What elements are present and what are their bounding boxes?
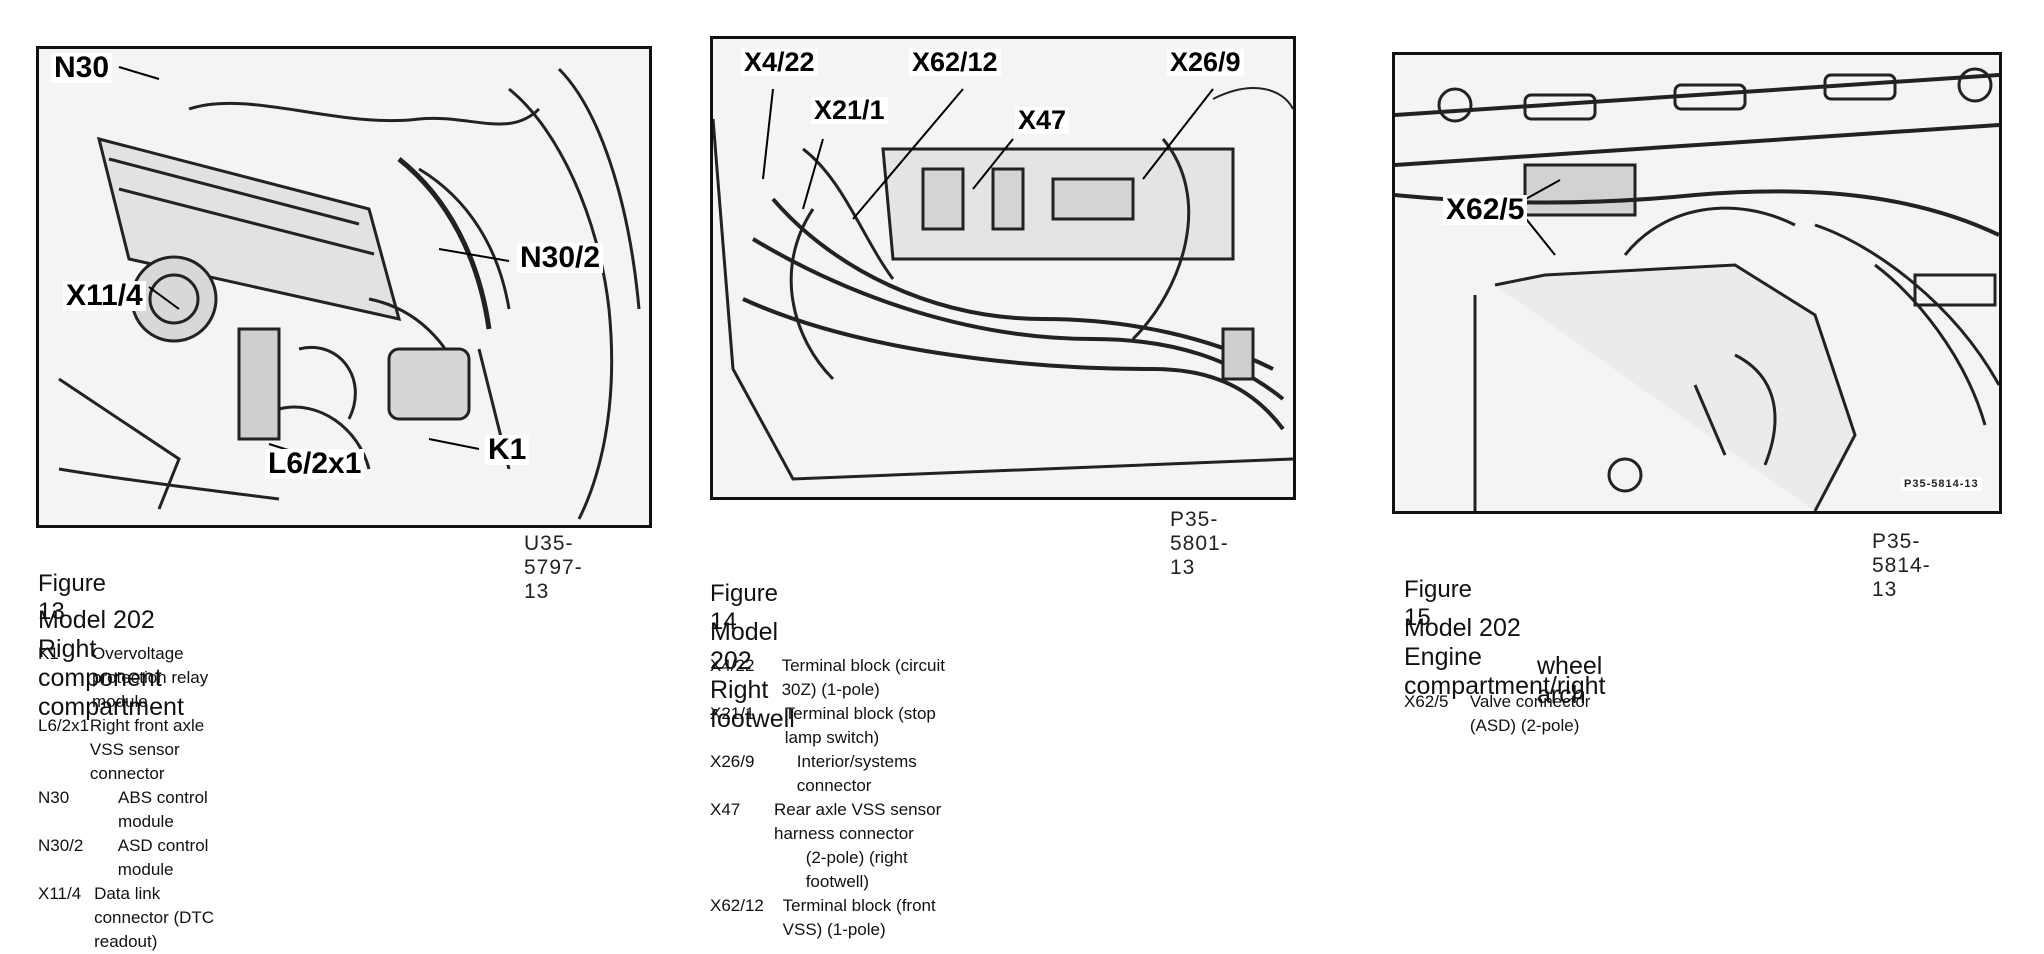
legend-desc: (2-pole) (right footwell): [805, 848, 908, 891]
callout-x62-5: X62/5: [1443, 195, 1528, 225]
legend-desc: Right front axle VSS sensor connector: [89, 716, 205, 783]
figure-15-title-line-2: wheel arch: [1537, 652, 1603, 709]
figure-15-title-line-1: Engine compartment/right: [1404, 643, 1606, 700]
legend-row: N30/2 ASD control module: [38, 834, 234, 882]
figure-13-image-code: U35-5797-13: [524, 532, 583, 603]
callout-k1: K1: [485, 435, 530, 465]
legend-code: X11/4: [38, 884, 82, 903]
figure-14-photo: X4/22 X62/12 X26/9 X21/1 X47: [710, 36, 1296, 500]
figure-13-legend: K1 Overvoltage protection relay module L6…: [38, 642, 234, 954]
legend-desc: Terminal block (stop lamp switch): [784, 704, 936, 747]
legend-row: X62/5 Valve connector (ASD) (2-pole): [1404, 690, 1599, 738]
legend-code: K1: [38, 644, 59, 663]
legend-desc: Overvoltage protection relay module: [91, 644, 209, 711]
figure-13-model: Model 202Right component compartment: [38, 606, 184, 722]
legend-row: (2-pole) (right footwell): [710, 846, 946, 894]
figure-15-caption: Figure 15: [1404, 576, 1473, 631]
callout-x4-22: X4/22: [741, 49, 818, 76]
legend-code: X26/9: [710, 752, 755, 771]
legend-row: K1 Overvoltage protection relay module: [38, 642, 234, 714]
callout-x62-12: X62/12: [909, 49, 1001, 76]
legend-row: X11/4 Data link connector (DTC readout): [38, 882, 234, 954]
legend-desc: Rear axle VSS sensor harness connector: [773, 800, 942, 843]
callout-x11-4: X11/4: [63, 281, 146, 311]
legend-row: X47 Rear axle VSS sensor harness connecto…: [710, 798, 946, 846]
figure-15-image-code: P35-5814-13: [1872, 530, 1931, 601]
legend-code: [710, 846, 806, 894]
legend-desc: Interior/systems connector: [796, 752, 917, 795]
figure-13-model-number: Model 202: [38, 606, 155, 634]
figure-15-model: Model 202Engine compartment/right: [1404, 614, 1605, 701]
figure-13-caption: Figure 13: [38, 570, 107, 625]
legend-code: N30: [38, 788, 70, 807]
figure-13-photo: N30 N30/2 X11/4 L6/2x1 K1: [36, 46, 652, 528]
callout-x26-9: X26/9: [1167, 49, 1244, 76]
figure-15-inset-code: P35-5814-13: [1901, 477, 1982, 491]
figure-14-model-number: Model 202: [710, 618, 779, 675]
legend-desc: Terminal block (front VSS) (1-pole): [782, 896, 936, 939]
figure-15-model-number: Model 202: [1404, 614, 1521, 642]
callout-l6-2x1: L6/2x1: [265, 449, 365, 479]
legend-desc: ABS control module: [118, 788, 208, 831]
figure-13-title-line-1: Right component compartment: [38, 635, 184, 721]
figure-14-model: Model 202Right footwell: [710, 618, 795, 734]
legend-desc: Valve connector (ASD) (2-pole): [1469, 692, 1591, 735]
legend-desc: ASD control module: [117, 836, 209, 879]
legend-code: X47: [710, 800, 741, 819]
figure-14-caption: Figure 14: [710, 580, 779, 635]
figure-14-drawing: [713, 87, 1293, 481]
legend-code: N30/2: [38, 836, 84, 855]
callout-x21-1: X21/1: [811, 97, 888, 124]
legend-code: X62/5: [1404, 692, 1449, 711]
legend-row: X26/9 Interior/systems connector: [710, 750, 946, 798]
legend-desc: Terminal block (circuit 30Z) (1-pole): [781, 656, 946, 699]
figure-13-drawing: [58, 66, 641, 520]
figure-14-title-line-1: Right footwell: [710, 676, 795, 733]
figure-14-legend: X4/22 Terminal block (circuit 30Z) (1-pol…: [710, 654, 946, 942]
legend-code: L6/2x1: [38, 716, 90, 735]
legend-desc: Data link connector (DTC readout): [94, 884, 215, 951]
legend-row: X62/12 Terminal block (front VSS) (1-pole…: [710, 894, 946, 942]
callout-x47: X47: [1015, 107, 1070, 134]
figure-14-image-code: P35-5801-13: [1170, 508, 1229, 579]
legend-code: X21/1: [710, 704, 755, 723]
legend-row: X4/22 Terminal block (circuit 30Z) (1-pol…: [710, 654, 946, 702]
figure-15-photo: X62/5 P35-5814-13: [1392, 52, 2002, 514]
legend-row: N30 ABS control module: [38, 786, 234, 834]
legend-code: X62/12: [710, 896, 764, 915]
figure-15-drawing: [1395, 67, 1999, 511]
callout-n30: N30: [51, 53, 113, 83]
callout-n30-2: N30/2: [517, 243, 604, 273]
legend-row: X21/1 Terminal block (stop lamp switch): [710, 702, 946, 750]
legend-code: X4/22: [710, 656, 755, 675]
figure-15-legend: X62/5 Valve connector (ASD) (2-pole): [1404, 690, 1599, 738]
